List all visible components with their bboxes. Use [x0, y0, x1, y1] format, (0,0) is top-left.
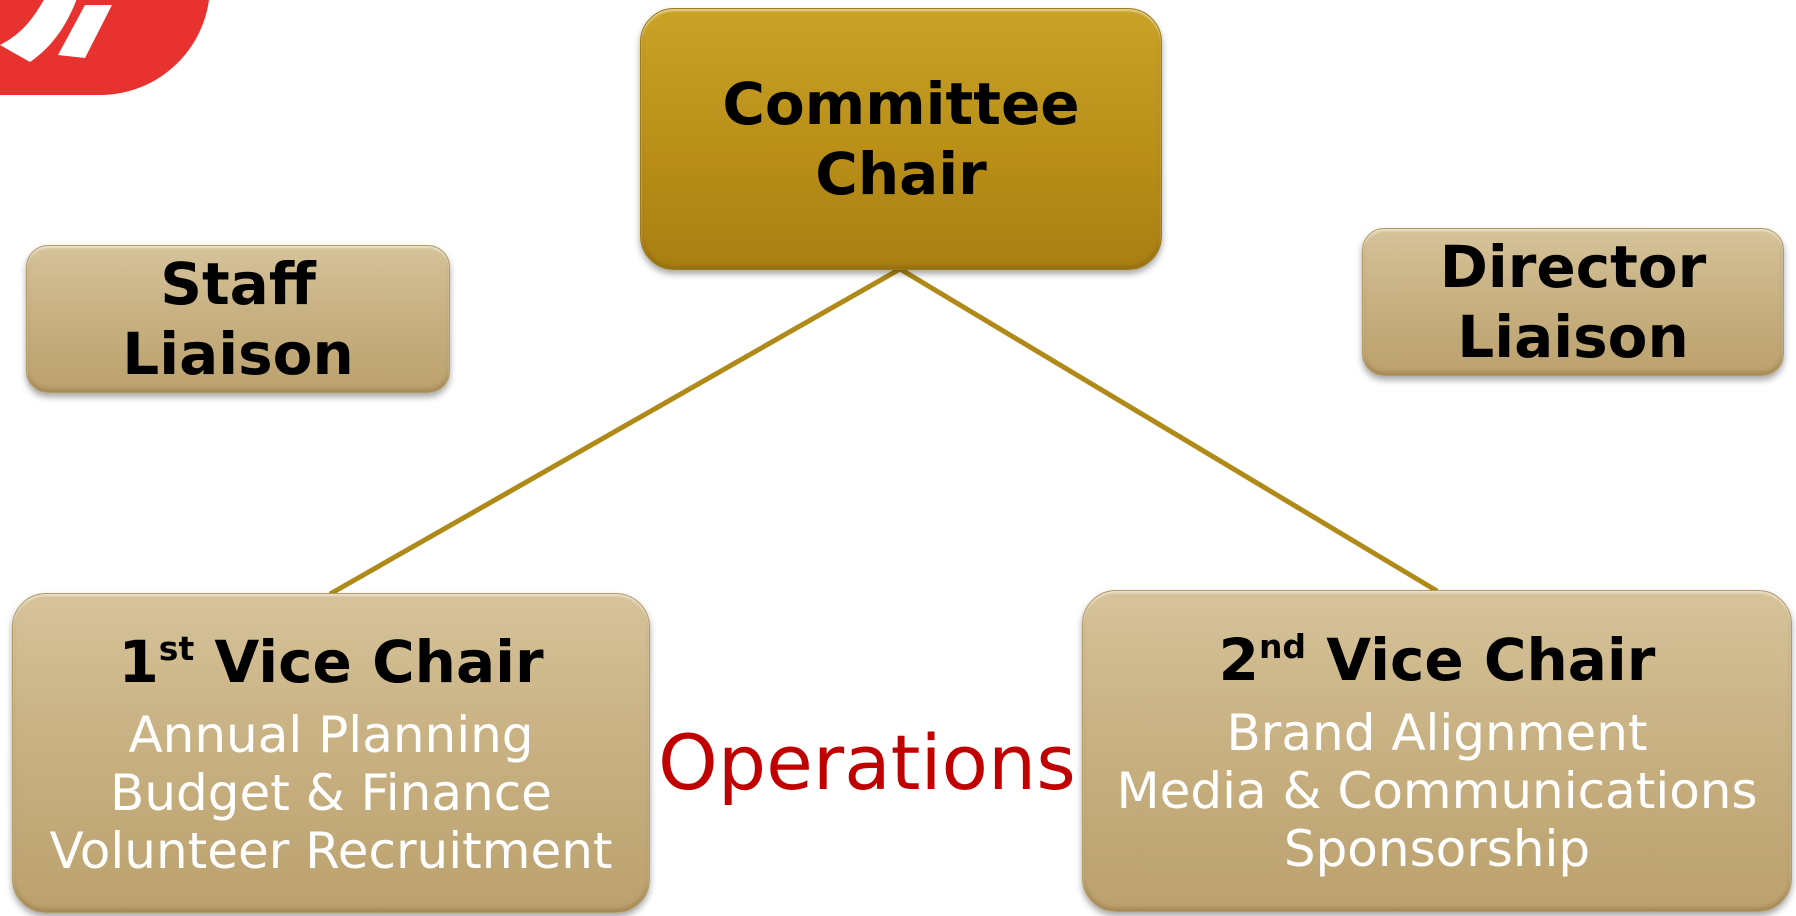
staff-liaison-box: Staff Liaison [26, 245, 450, 393]
connector-chair-to-vice-chair-1 [328, 266, 902, 597]
vice-chair-1-item: Volunteer Recruitment [49, 821, 613, 880]
committee-chair-line1: Committee [722, 70, 1080, 138]
vice-chair-2-item: Sponsorship [1283, 819, 1591, 878]
vice-chair-2-title-text: Vice Chair [1326, 625, 1656, 694]
vice-chair-1-item: Budget & Finance [110, 763, 552, 822]
vice-chair-2-item: Media & Communications [1116, 761, 1758, 820]
director-liaison-box: Director Liaison [1362, 228, 1784, 376]
staff-liaison-line1: Staff [160, 250, 316, 318]
committee-chair-box: Committee Chair [640, 8, 1162, 270]
vice-chair-1-item: Annual Planning [128, 705, 534, 764]
vice-chair-2-ordinal-number: 2 [1218, 625, 1259, 694]
vice-chair-2-item: Brand Alignment [1226, 703, 1648, 762]
vice-chair-1-box: 1st Vice Chair Annual Planning Budget & … [12, 593, 650, 913]
connector-chair-to-vice-chair-2 [898, 266, 1439, 594]
director-liaison-line2: Liaison [1457, 303, 1689, 371]
vice-chair-1-title-text: Vice Chair [214, 627, 544, 696]
staff-liaison-line2: Liaison [122, 320, 354, 388]
vice-chair-1-ordinal-number: 1 [118, 627, 159, 696]
vice-chair-2-ordinal-suffix: nd [1258, 626, 1307, 666]
brand-logo [0, 0, 210, 95]
director-liaison-line1: Director [1439, 233, 1707, 301]
vice-chair-2-title: 2nd Vice Chair [1219, 625, 1656, 704]
committee-chair-line2: Chair [815, 140, 987, 208]
vice-chair-1-title: 1st Vice Chair [118, 627, 543, 706]
vice-chair-1-ordinal-suffix: st [158, 628, 195, 668]
operations-label: Operations [658, 718, 1076, 807]
vice-chair-2-box: 2nd Vice Chair Brand Alignment Media & C… [1082, 590, 1792, 912]
logo-mark-icon [0, 0, 112, 62]
